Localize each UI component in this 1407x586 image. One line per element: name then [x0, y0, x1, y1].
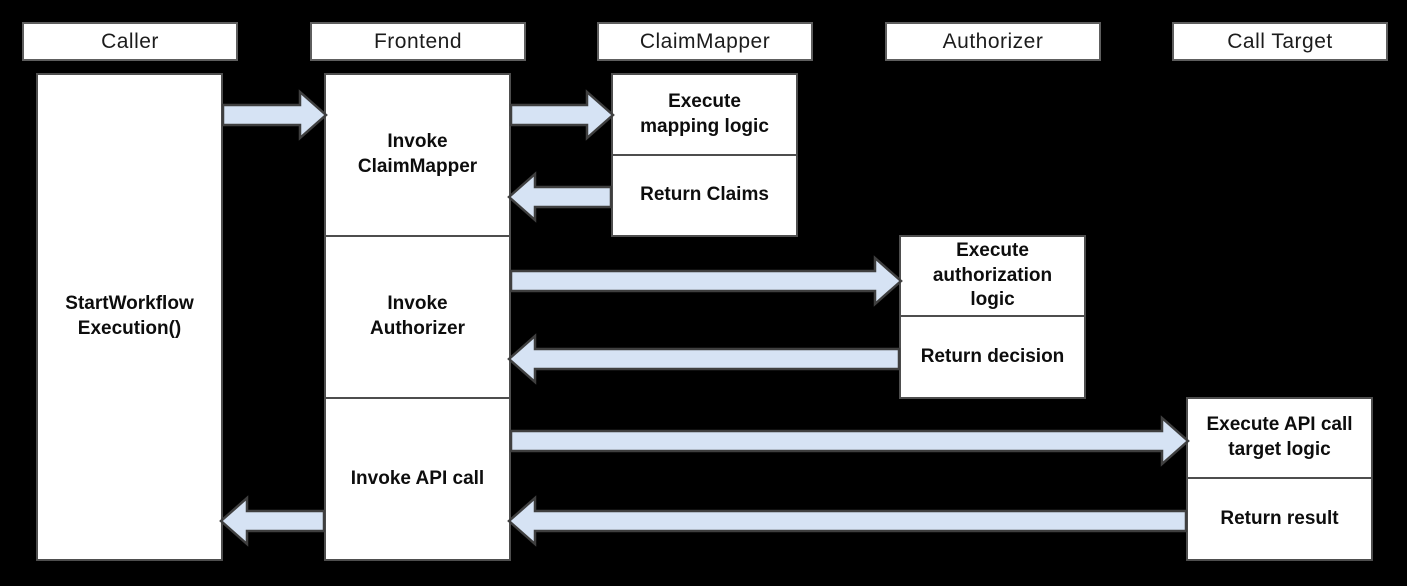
box-return-claims: Return Claims: [611, 154, 798, 237]
box-invoke-claimmapper: Invoke ClaimMapper: [324, 73, 511, 237]
lifeline-header-caller: Caller: [22, 22, 238, 61]
box-invoke-api-call: Invoke API call: [324, 397, 511, 561]
box-execute-authorization-logic: Execute authorization logic: [899, 235, 1086, 317]
lifeline-header-frontend: Frontend: [310, 22, 526, 61]
box-return-decision: Return decision: [899, 315, 1086, 399]
arrow-authorizer-to-frontend: [507, 333, 901, 385]
lifeline-header-authorizer: Authorizer: [885, 22, 1101, 61]
box-execute-api-call-target-logic: Execute API call target logic: [1186, 397, 1373, 479]
arrow-frontend-to-authorizer: [509, 255, 903, 307]
arrow-claimmapper-to-frontend: [507, 171, 613, 223]
arrow-caller-to-frontend: [221, 89, 328, 141]
arrow-frontend-to-calltarget: [509, 415, 1190, 467]
box-return-result: Return result: [1186, 477, 1373, 561]
lifeline-header-claimmapper: ClaimMapper: [597, 22, 813, 61]
box-invoke-authorizer: Invoke Authorizer: [324, 235, 511, 399]
arrow-calltarget-to-frontend: [507, 495, 1188, 547]
arrow-frontend-to-claimmapper: [509, 89, 615, 141]
box-execute-mapping-logic: Execute mapping logic: [611, 73, 798, 156]
lifeline-header-call-target: Call Target: [1172, 22, 1388, 61]
arrow-frontend-to-caller: [219, 495, 326, 547]
box-startworkflowexecution: StartWorkflow Execution(): [36, 73, 223, 561]
